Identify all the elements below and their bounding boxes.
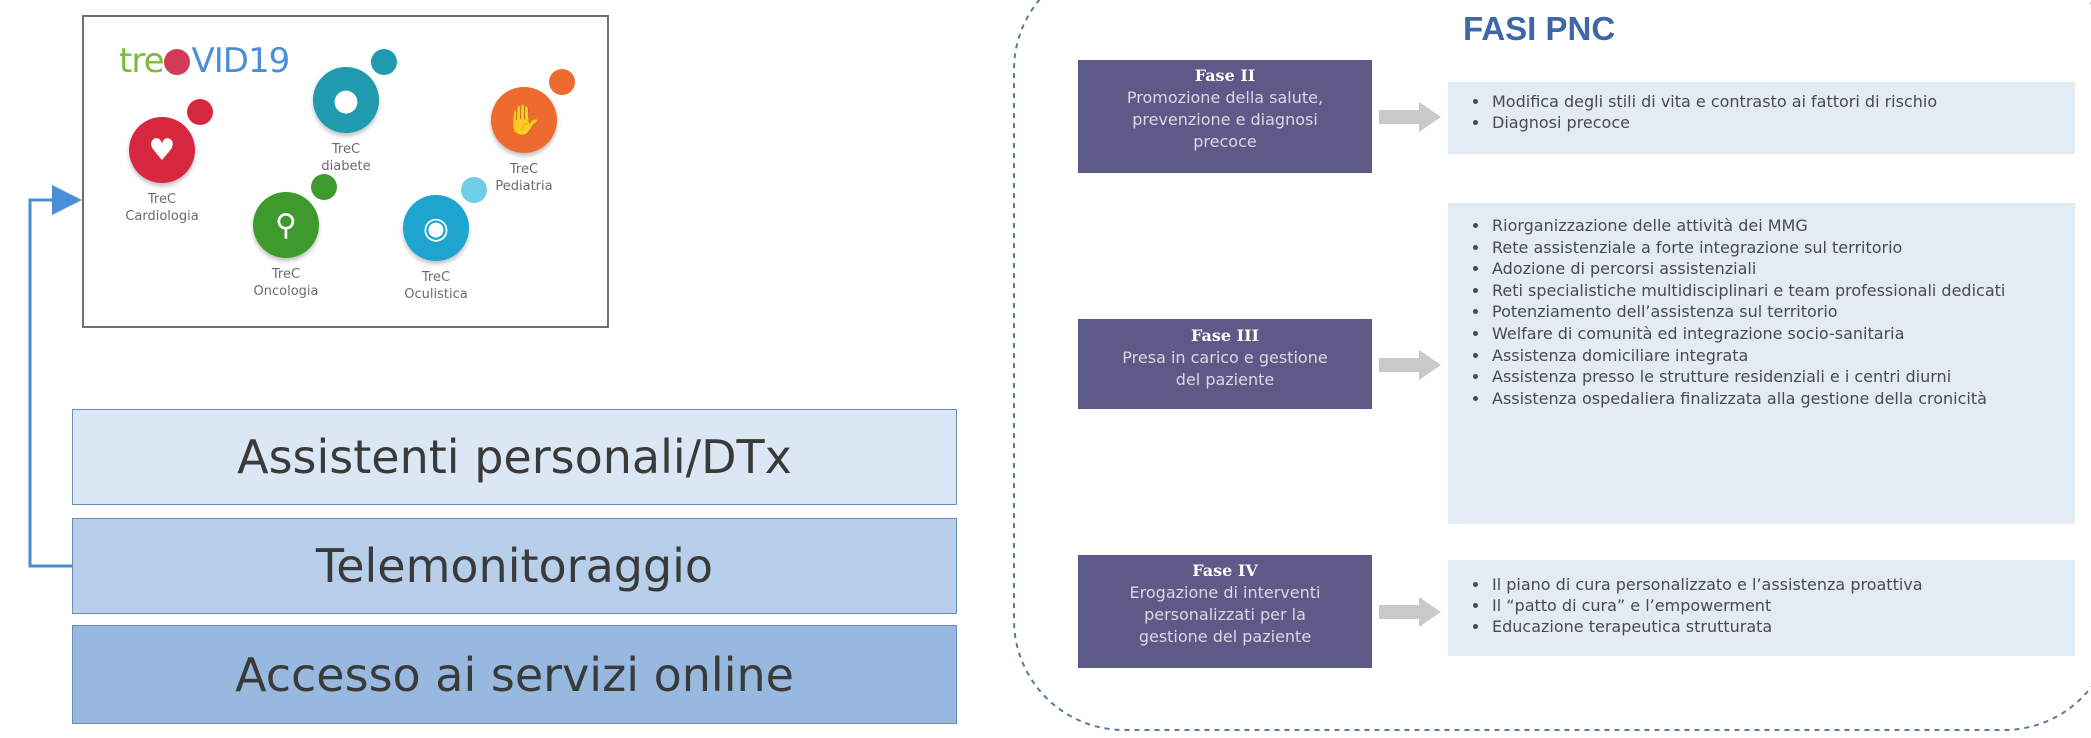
phase-items-fase-iv: Il piano di cura personalizzato e l’assi… (1448, 560, 2075, 656)
fasi-pnc-panel-border (1013, 0, 2091, 731)
bar-telemonitoraggio: Telemonitoraggio (72, 518, 957, 614)
list-item: Rete assistenziale a forte integrazione … (1490, 237, 2075, 259)
heart-icon: ♥ (129, 99, 213, 183)
hand-icon: ✋ (491, 69, 575, 153)
eye-icon: ◉ (403, 177, 487, 261)
list-item: Assistenza ospedaliera finalizzata alla … (1490, 388, 2075, 410)
phase-box-fase-iii: Fase III Presa in carico e gestione del … (1078, 319, 1372, 409)
phase-items-fase-iii: Riorganizzazione delle attività dei MMG … (1448, 203, 2075, 524)
list-item: Educazione terapeutica strutturata (1490, 616, 2075, 637)
list-item: Riorganizzazione delle attività dei MMG (1490, 215, 2075, 237)
list-item: Adozione di percorsi assistenziali (1490, 258, 2075, 280)
arrow-right-icon (1379, 102, 1441, 132)
list-item: Reti specialistiche multidisciplinari e … (1490, 280, 2075, 302)
arrow-right-icon (1379, 350, 1441, 380)
phase-items-fase-ii: Modifica degli stili di vita e contrasto… (1448, 82, 2075, 154)
bar-assistenti-personali: Assistenti personali/DTx (72, 409, 957, 505)
ribbon-icon: ⚲ (253, 174, 337, 258)
drop-icon: ● (313, 49, 397, 133)
phase-box-fase-ii: Fase II Promozione della salute, prevenz… (1078, 60, 1372, 173)
phase-box-fase-iv: Fase IV Erogazione di interventi persona… (1078, 555, 1372, 668)
list-item: Assistenza domiciliare integrata (1490, 345, 2075, 367)
list-item: Il “patto di cura” e l’empowerment (1490, 595, 2075, 616)
list-item: Diagnosi precoce (1490, 112, 2075, 133)
list-item: Assistenza presso le strutture residenzi… (1490, 366, 2075, 388)
connector-arrow (28, 185, 82, 568)
panel-title: FASI PNC (1463, 10, 1616, 47)
list-item: Modifica degli stili di vita e contrasto… (1490, 91, 2075, 112)
bar-accesso-servizi-online: Accesso ai servizi online (72, 625, 957, 724)
arrow-right-icon (1379, 597, 1441, 627)
list-item: Welfare di comunità ed integrazione soci… (1490, 323, 2075, 345)
list-item: Potenziamento dell’assistenza sul territ… (1490, 301, 2075, 323)
list-item: Il piano di cura personalizzato e l’assi… (1490, 574, 2075, 595)
